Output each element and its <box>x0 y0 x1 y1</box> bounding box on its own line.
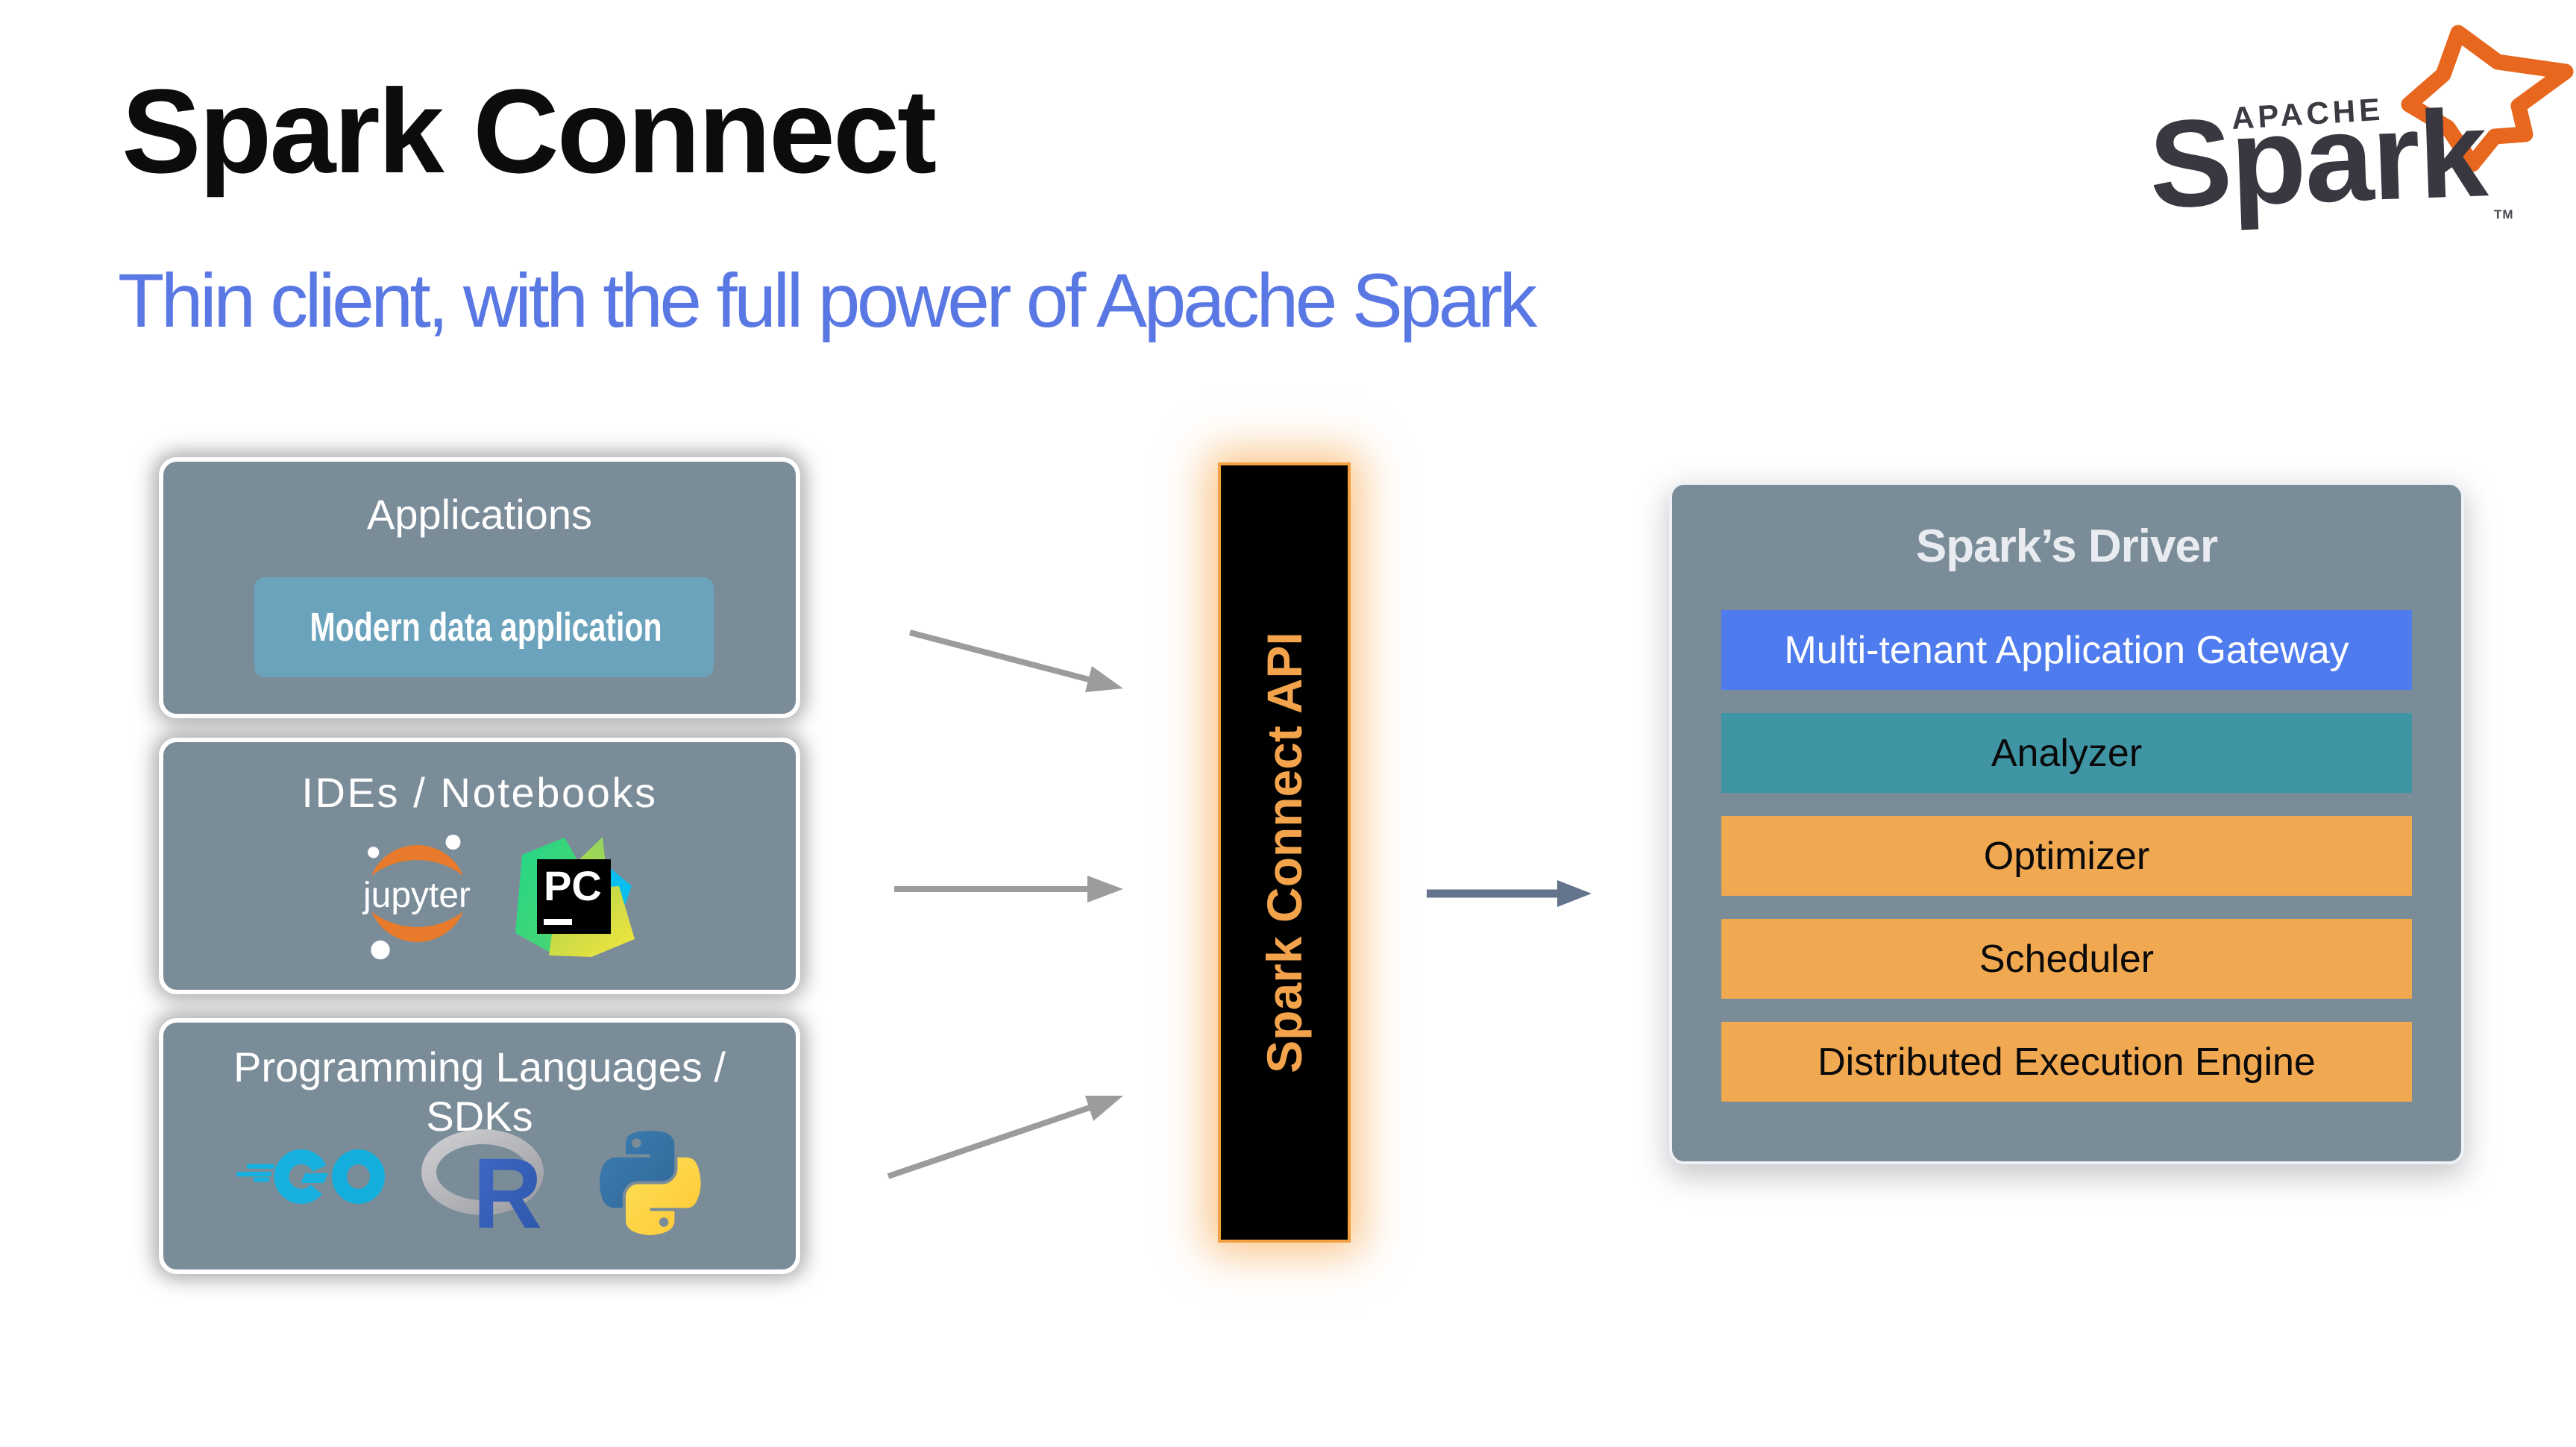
svg-text:R: R <box>473 1138 542 1249</box>
svg-text:Spark: Spark <box>2147 84 2490 234</box>
svg-text:jupyter: jupyter <box>362 876 471 915</box>
svg-text:PC: PC <box>544 862 602 909</box>
svg-text:TM: TM <box>2494 207 2514 222</box>
